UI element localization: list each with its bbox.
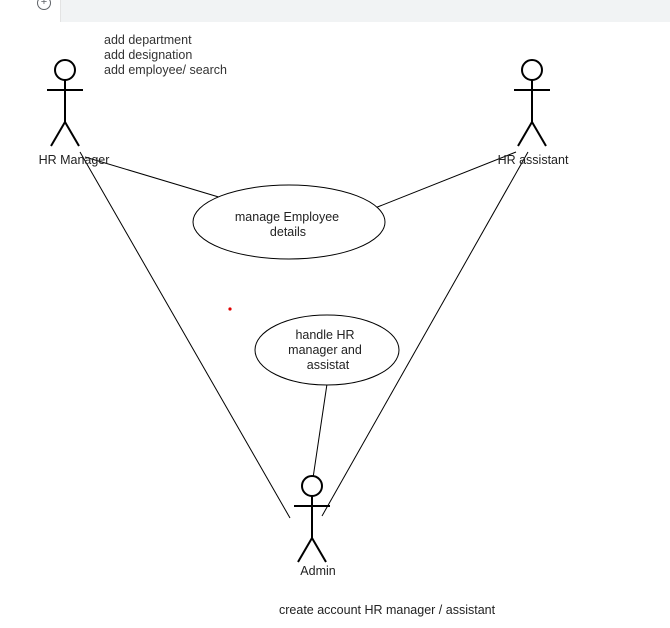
association-hrmanager-manage [84, 156, 223, 199]
associations [79, 151, 529, 519]
association-hrmanager-admin [79, 151, 291, 519]
use-case-label: details [270, 225, 306, 239]
red-dot-marker [228, 307, 232, 311]
actor-label-hr-manager: HR Manager [39, 153, 110, 167]
hr-manager-notes: add department add designation add emplo… [104, 33, 227, 78]
association-hrassistant-admin [321, 151, 529, 517]
use-case-manage-employee[interactable]: manage Employee details [192, 184, 386, 260]
actor-hr-manager[interactable] [47, 59, 83, 147]
admin-note: create account HR manager / assistant [279, 603, 496, 617]
use-case-label: manager and [288, 343, 362, 357]
actor-hr-assistant[interactable] [514, 59, 550, 147]
use-case-label: assistat [307, 358, 350, 372]
use-case-label: handle HR [295, 328, 354, 342]
plus-circle-icon[interactable]: + [37, 0, 51, 10]
note-line: add department [104, 33, 192, 47]
use-case-label: manage Employee [235, 210, 339, 224]
actor-admin[interactable] [294, 475, 330, 563]
association-hrassistant-manage [374, 151, 517, 209]
top-toolbar: + [0, 0, 670, 22]
actor-label-hr-assistant: HR assistant [498, 153, 569, 167]
association-admin-handle [312, 383, 328, 479]
note-line: add employee/ search [104, 63, 227, 77]
actor-label-admin: Admin [300, 564, 335, 578]
note-line: add designation [104, 48, 193, 62]
toolbar-button-area: + [0, 0, 61, 22]
use-case-handle-hr[interactable]: handle HR manager and assistat [254, 314, 400, 386]
